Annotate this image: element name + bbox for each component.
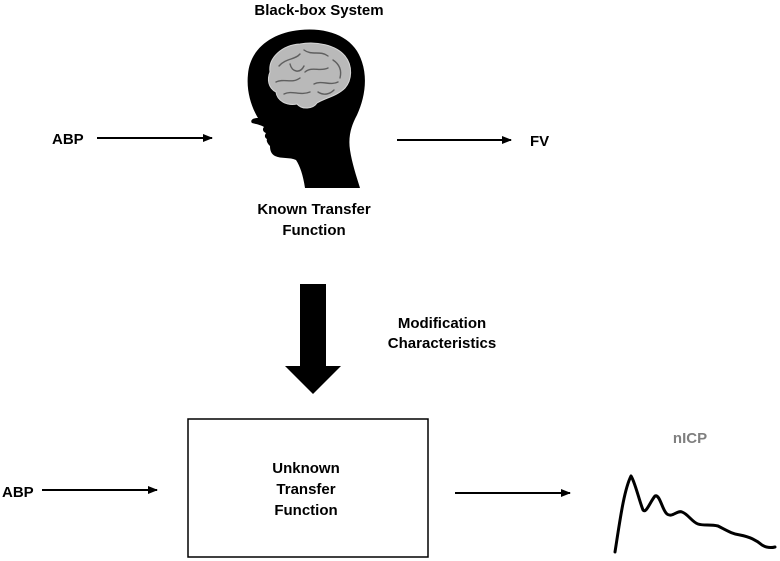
unknown-box-line3: Function [274,502,337,519]
nicp-label: nICP [673,430,707,447]
top-input-label: ABP [52,131,84,148]
unknown-box-line1: Unknown [272,460,340,477]
thick-down-arrow-icon [285,284,341,394]
top-output-label: FV [530,133,549,150]
unknown-transfer-box [187,418,429,558]
waveform-icon [613,474,777,554]
unknown-box-line2: Transfer [276,481,335,498]
bottom-input-label: ABP [2,484,34,501]
known-transfer-line2: Function [282,222,345,239]
known-transfer-line1: Known Transfer [257,201,371,218]
modification-line1: Modification [398,315,486,332]
modification-line2: Characteristics [388,335,496,352]
black-box-title: Black-box System [254,2,383,19]
head-brain-silhouette-icon [247,29,365,189]
brain-folds [275,49,342,95]
